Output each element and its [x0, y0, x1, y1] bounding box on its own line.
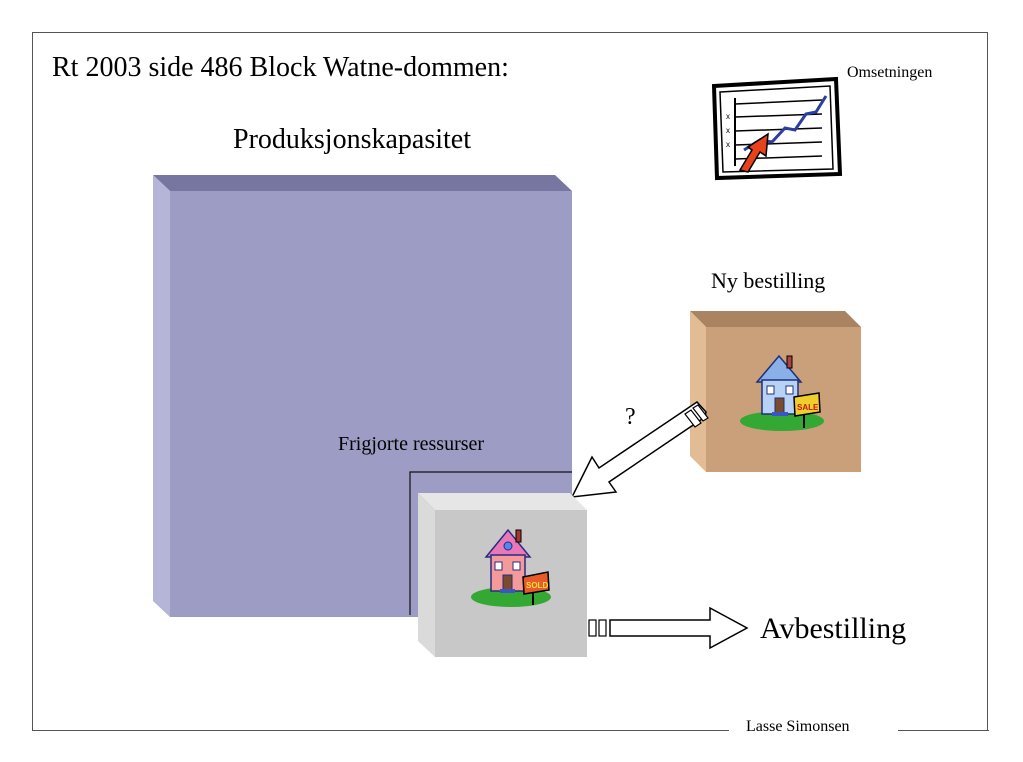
new-order-box-side [690, 311, 706, 472]
freed-area-outline [409, 471, 572, 615]
cancellation-label: Avbestilling [760, 612, 907, 645]
capacity-label: Produksjonskapasitet [233, 124, 471, 155]
slide-frame [32, 32, 988, 731]
footer-rule-left [32, 730, 729, 731]
svg-text:SOLD: SOLD [526, 581, 548, 590]
freed-box-top [418, 493, 587, 510]
footer-author: Lasse Simonsen [746, 718, 850, 735]
revenue-label: Omsetningen [847, 64, 933, 81]
freed-box-side [418, 493, 435, 657]
svg-text:x: x [726, 112, 730, 121]
house-sold-icon: SOLD [471, 528, 551, 607]
capacity-block-side [153, 175, 170, 617]
slide-title: Rt 2003 side 486 Block Watne-dommen: [52, 52, 509, 83]
question-mark: ? [625, 404, 636, 430]
svg-text:SALE: SALE [797, 403, 819, 412]
svg-text:x: x [726, 126, 730, 135]
revenue-chart-card: x x x [711, 76, 843, 181]
freed-resources-label: Frigjorte ressurser [338, 433, 485, 455]
svg-text:x: x [726, 140, 730, 149]
new-order-label: Ny bestilling [711, 268, 826, 293]
house-for-sale-icon: SALE [740, 354, 824, 431]
capacity-block-top [153, 175, 572, 191]
footer-rule-right [898, 730, 989, 731]
cancellation-arrow-shape [588, 606, 749, 650]
new-order-box-top [690, 311, 861, 327]
